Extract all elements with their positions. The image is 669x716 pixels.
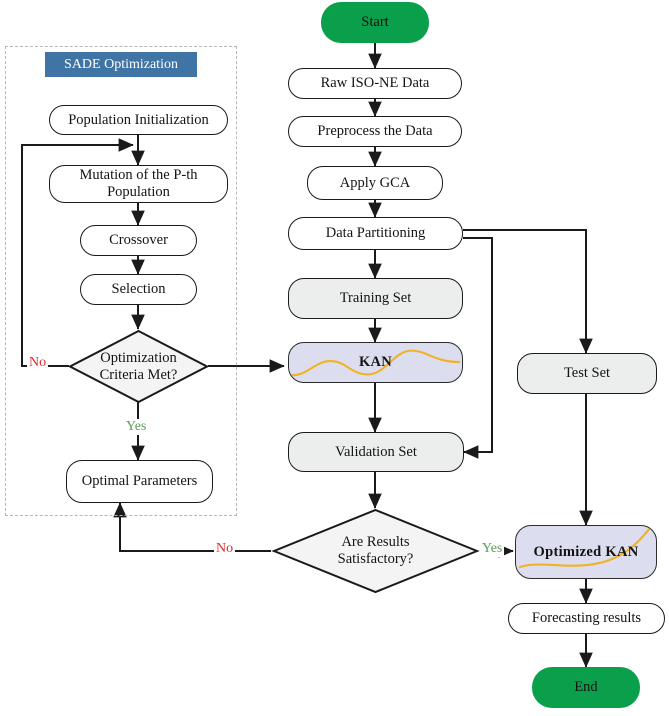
node-validation-set[interactable]: Validation Set	[288, 432, 464, 472]
results-line-1: Are Results	[341, 534, 410, 551]
optimized-kan-curve-icon	[518, 527, 651, 569]
edge-label-results-yes: Yes	[480, 541, 505, 557]
node-kan[interactable]: KAN	[288, 342, 463, 383]
mutation-label: Mutation of the P-th Population	[79, 167, 197, 200]
node-start[interactable]: Start	[321, 2, 429, 43]
mutation-line-2: Population	[107, 184, 170, 200]
results-line-2: Satisfactory?	[337, 551, 414, 567]
node-preprocess-the-data[interactable]: Preprocess the Data	[288, 116, 462, 147]
node-crossover[interactable]: Crossover	[80, 225, 197, 256]
node-end[interactable]: End	[532, 667, 640, 708]
criteria-line-2: Criteria Met?	[99, 366, 178, 383]
node-population-initialization[interactable]: Population Initialization	[49, 105, 228, 135]
node-optimization-criteria-met[interactable]: Optimization Criteria Met?	[68, 329, 209, 404]
node-forecasting-results[interactable]: Forecasting results	[508, 603, 665, 634]
node-criteria-label: Optimization Criteria Met?	[100, 350, 178, 383]
node-optimal-parameters[interactable]: Optimal Parameters	[66, 460, 213, 503]
node-data-partitioning[interactable]: Data Partitioning	[288, 217, 463, 250]
edge-label-criteria-yes: Yes	[124, 419, 149, 435]
node-optimized-kan-label: Optimized KAN	[533, 543, 639, 560]
node-optimized-kan[interactable]: Optimized KAN	[515, 525, 657, 579]
node-are-results-satisfactory[interactable]: Are Results Satisfactory?	[271, 508, 480, 594]
node-mutation-population[interactable]: Mutation of the P-th Population	[49, 165, 228, 203]
mutation-line-1: Mutation of the P-th	[79, 167, 198, 184]
node-kan-label: KAN	[358, 354, 393, 371]
sade-panel	[5, 46, 237, 516]
node-raw-iso-ne-data[interactable]: Raw ISO-NE Data	[288, 68, 462, 99]
node-test-set[interactable]: Test Set	[517, 353, 657, 394]
diamond-shape-icon	[271, 508, 480, 594]
node-results-label: Are Results Satisfactory?	[338, 534, 414, 567]
node-training-set[interactable]: Training Set	[288, 278, 463, 319]
sade-panel-title: SADE Optimization	[45, 52, 197, 77]
edge-label-criteria-no: No	[27, 355, 49, 371]
node-selection[interactable]: Selection	[80, 274, 197, 305]
kan-curve-icon	[290, 349, 461, 377]
criteria-line-1: Optimization	[100, 349, 177, 366]
node-apply-gca[interactable]: Apply GCA	[307, 166, 443, 200]
edge-label-results-no: No	[214, 541, 236, 557]
